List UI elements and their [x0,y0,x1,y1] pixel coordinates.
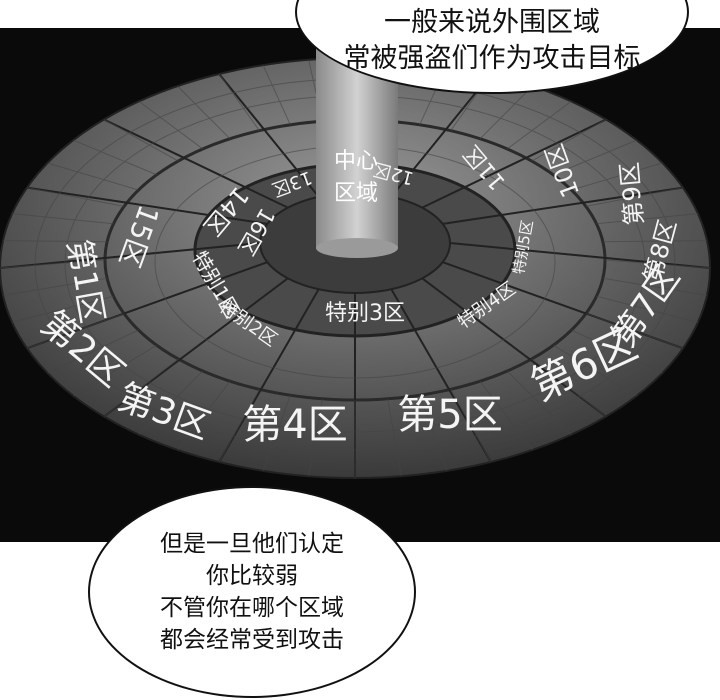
center-line-2: 区域 [333,181,378,206]
bubble-bottom-line-3: 不管你在哪个区域 [160,595,344,621]
bubble-bottom-line-4: 都会经常受到攻击 [160,627,344,653]
center-line-1: 中心 [333,149,378,174]
map-panel: 特别1区特别2区特别3区特别4区特别5区第1区第2区第3区第4区第5区第6区第7… [0,28,720,542]
bubble-bottom-line-2: 你比较弱 [206,563,298,589]
outer-zone-label: 第4区 [242,402,347,448]
bubble-top-line-2: 常被强盗们作为攻击目标 [343,43,641,74]
center-zone-label: 中心 区域 [318,146,394,210]
zone-map-illustration: 特别1区特别2区特别3区特别4区特别5区第1区第2区第3区第4区第5区第6区第7… [0,28,711,479]
outer-zone-label: 第9区 [615,161,648,226]
speech-bubble-bottom: 但是一旦他们认定 你比较弱 不管你在哪个区域 都会经常受到攻击 [88,486,416,698]
outer-zone-label: 第5区 [397,392,502,438]
special-zone-label: 特别3区 [325,301,405,326]
bubble-top-line-1: 一般来说外围区域 [384,7,600,38]
bubble-bottom-line-1: 但是一旦他们认定 [160,531,344,557]
pillar-base [316,238,398,258]
